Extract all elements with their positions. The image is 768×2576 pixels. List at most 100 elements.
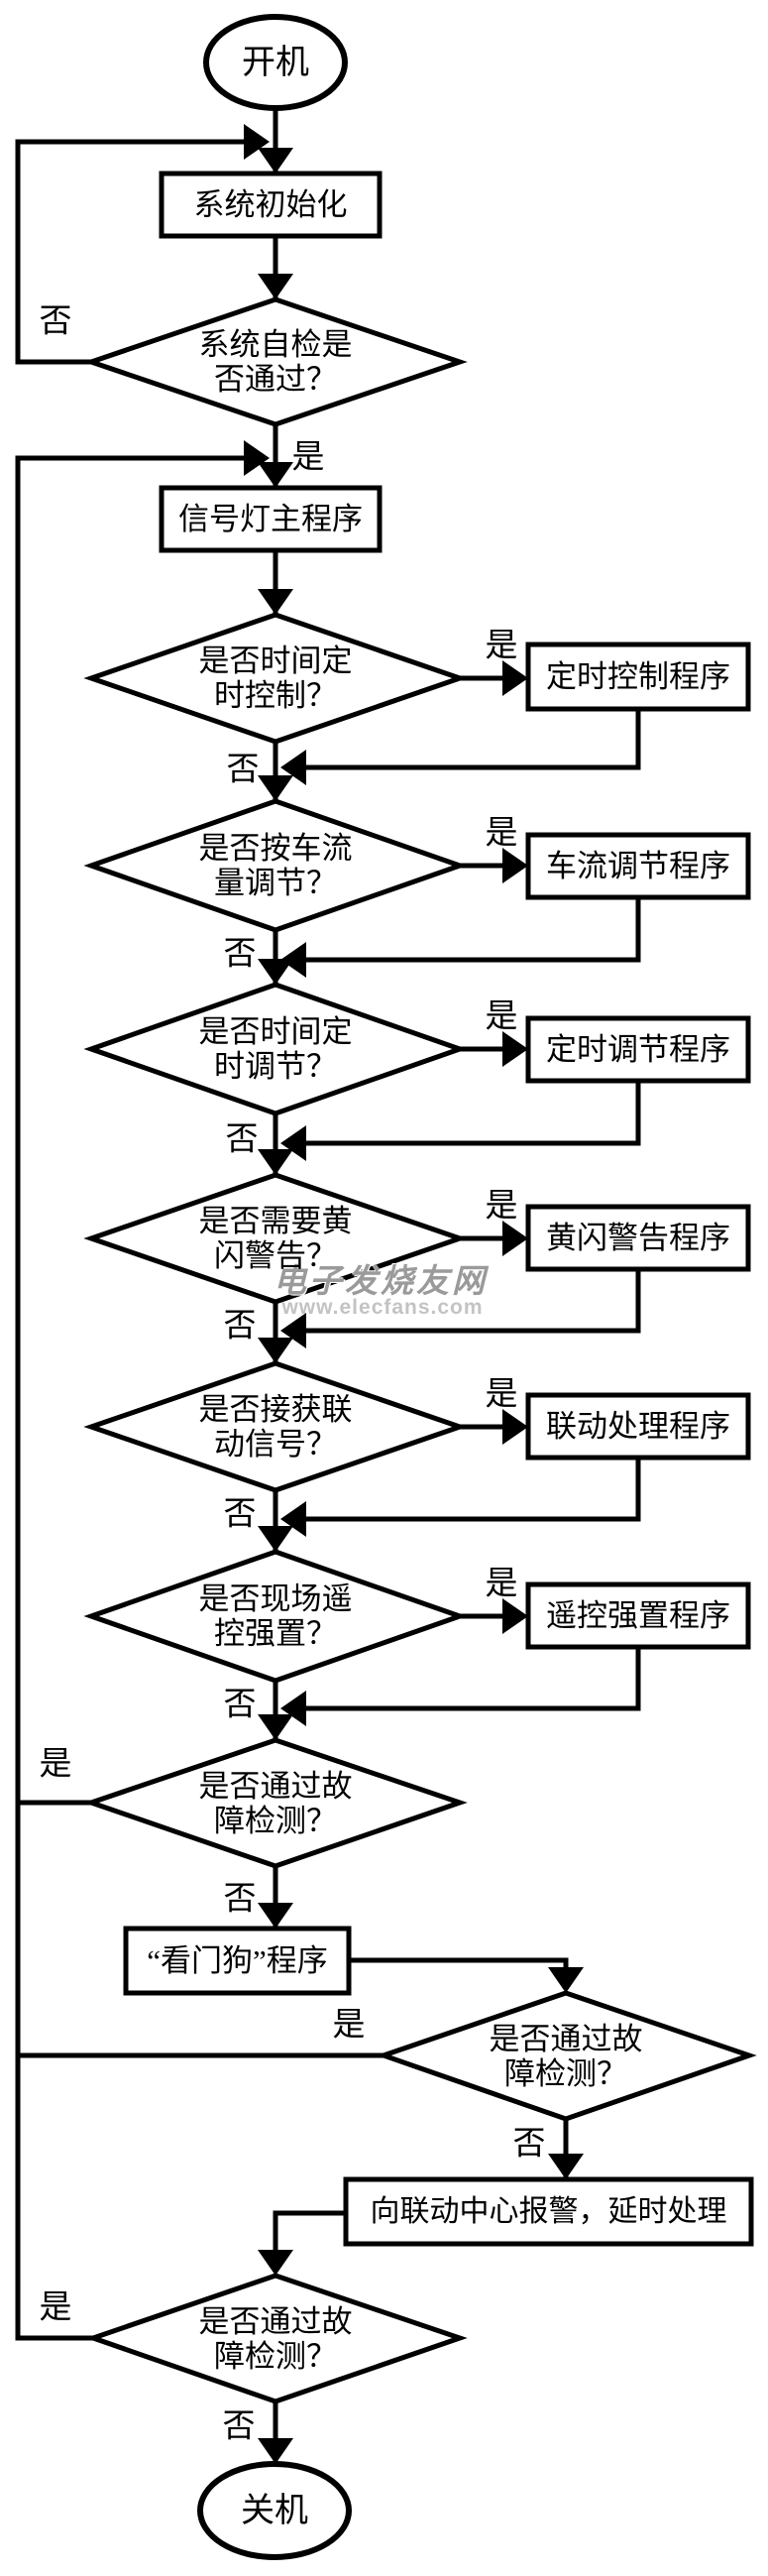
remote-force-box	[525, 1581, 751, 1650]
arrow-right	[502, 1221, 528, 1256]
decision-yellow-flash-diamond	[83, 1172, 468, 1305]
decision-timer-adjust-label: 是否时间定 时调节？	[198, 1014, 353, 1084]
alarm-connector	[273, 2210, 346, 2254]
edge-label-yes-linkage: 是	[485, 1376, 518, 1413]
edge-label-yes-remote: 是	[485, 1566, 518, 1602]
arrow-left	[280, 1125, 306, 1161]
watermark-site-name: 电子发烧友网	[274, 1264, 488, 1300]
edge-label-no-fault1: 否	[223, 1881, 257, 1918]
arrow-down	[548, 1967, 584, 1993]
process-timer-adjust-label: 定时调节程序	[546, 1032, 730, 1067]
watchdog-box	[123, 1926, 352, 1996]
decision-timer-control-diamond	[83, 612, 468, 745]
process-init-label: 系统初始化	[193, 187, 348, 222]
arrow-left	[280, 942, 306, 978]
decision-fault3-diamond	[85, 2273, 468, 2404]
arrow-left	[280, 1313, 306, 1348]
edge-label-no-timer-control: 否	[226, 752, 260, 788]
yes-branch-lines	[460, 675, 505, 1619]
decision-flow-adjust-diamond	[83, 798, 468, 933]
linkage-box	[525, 1392, 751, 1461]
arrow-right	[502, 1598, 528, 1634]
timer-adjust-box	[525, 1015, 751, 1084]
decision-fault2-diamond	[376, 1990, 757, 2122]
decision-self-check-label: 系统自检是 否通过？	[198, 327, 353, 397]
arrow-right	[502, 1031, 528, 1067]
arrow-down	[258, 2438, 293, 2464]
decision-timer-control-label: 是否时间定 时控制？	[198, 644, 353, 713]
arrow-left	[280, 1501, 306, 1537]
alarm-box	[343, 2176, 754, 2247]
edge-label-no-fault2: 否	[512, 2126, 546, 2163]
decision-self-check-diamond	[83, 296, 468, 427]
return-merge-lines	[285, 709, 641, 1711]
arrow-right	[502, 1409, 528, 1445]
decision-linkage-label: 是否接获联 动信号？	[198, 1392, 353, 1462]
arrow-down	[258, 589, 293, 615]
process-flow-adjust-label: 车流调节程序	[546, 849, 730, 883]
decision-fault1-label: 是否通过故 障检测？	[198, 1768, 353, 1838]
decision-fault3-label: 是否通过故 障检测？	[198, 2303, 353, 2374]
edge-label-yes-fault3: 是	[39, 2289, 72, 2326]
edge-label-no-self-check: 否	[39, 303, 72, 340]
decision-fault1-diamond	[83, 1737, 468, 1869]
watchdog-connector	[349, 1957, 569, 1971]
process-timer-control-label: 定时控制程序	[546, 659, 730, 694]
start-ellipse	[203, 14, 348, 111]
edge-label-no-flow-adjust: 否	[223, 936, 257, 973]
edge-label-no-fault3: 否	[222, 2408, 256, 2445]
terminal-end-label: 关机	[241, 2492, 308, 2529]
edge-label-yes-fault1: 是	[39, 1746, 72, 1783]
arrowheads	[244, 124, 584, 2464]
arrow-down	[258, 1714, 293, 1740]
flow-adjust-box	[525, 832, 751, 900]
arrow-down	[258, 1526, 293, 1552]
connector-lines	[15, 108, 641, 2464]
arrow-down	[258, 1338, 293, 1363]
edge-label-yes-fault2: 是	[332, 2007, 366, 2044]
arrow-right	[502, 848, 528, 883]
terminal-start-label: 开机	[242, 44, 309, 81]
decision-yellow-flash-label: 是否需要黄 闪警告？	[198, 1204, 353, 1273]
arrow-right	[502, 660, 528, 696]
end-ellipse	[197, 2461, 352, 2560]
watermark-site-url: www.elecfans.com	[281, 1296, 484, 1319]
edge-label-yes-yellow-flash: 是	[485, 1188, 518, 1225]
arrow-down	[258, 775, 293, 801]
decision-fault2-label: 是否通过故 障检测？	[489, 2021, 643, 2091]
arrow-down	[258, 1903, 293, 1929]
arrow-left	[280, 750, 306, 785]
edge-label-no-timer-adjust: 否	[225, 1121, 259, 1158]
arrow-down	[548, 2154, 584, 2179]
edge-label-no-remote: 否	[223, 1687, 257, 1723]
timer-control-box	[525, 642, 751, 712]
process-yellow-flash-label: 黄闪警告程序	[546, 1221, 730, 1255]
node-shapes	[83, 14, 757, 2560]
arrow-right	[244, 124, 270, 160]
arrow-left	[280, 1691, 306, 1726]
edge-label-yes-self-check: 是	[291, 439, 325, 476]
main-program-box	[159, 485, 383, 553]
edge-label-yes-timer-control: 是	[485, 628, 518, 664]
yellow-flash-box	[525, 1204, 751, 1272]
arrow-right	[244, 440, 270, 476]
arrow-down	[258, 959, 293, 985]
process-remote-force-label: 遥控强置程序	[546, 1598, 730, 1633]
arrow-down	[258, 462, 293, 488]
init-box	[159, 171, 383, 239]
main-flow-line	[273, 108, 569, 2464]
decision-timer-adjust-diamond	[83, 982, 468, 1116]
yes-loop-rail	[15, 455, 384, 2341]
process-main-label: 信号灯主程序	[178, 502, 363, 536]
edge-label-yes-timer-adjust: 是	[485, 998, 518, 1035]
process-alarm-label: 向联动中心报警，延时处理	[370, 2195, 727, 2228]
arrow-down	[258, 2250, 293, 2276]
edge-label-yes-flow-adjust: 是	[485, 815, 518, 852]
decision-remote-diamond	[83, 1549, 468, 1684]
arrow-down	[258, 1149, 293, 1175]
process-linkage-label: 联动处理程序	[546, 1409, 730, 1444]
edge-label-no-yellow-flash: 否	[223, 1308, 257, 1345]
decision-flow-adjust-label: 是否按车流 量调节？	[198, 831, 353, 900]
